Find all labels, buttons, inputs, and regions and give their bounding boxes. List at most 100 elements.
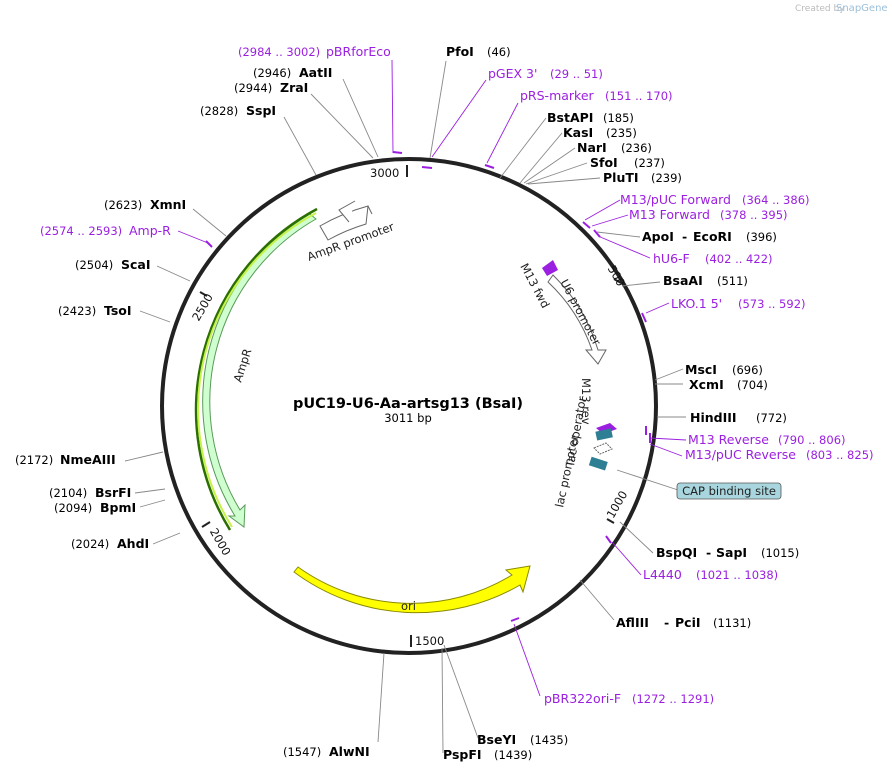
u6-promoter-arrow	[547, 274, 607, 365]
site-hindiii-pos: (772)	[756, 411, 787, 425]
credit-text: Created by	[795, 4, 845, 14]
primer-m13puc-reverse: M13/pUC Reverse	[685, 447, 796, 462]
site-bsrfi: BsrFI	[95, 485, 131, 500]
primer-amp-r-pos: (2574 .. 2593)	[40, 224, 122, 238]
ampr-yellow-band	[197, 212, 317, 528]
site-hindiii: HindIII	[690, 410, 737, 425]
site-nmeaiii-pos: (2172)	[15, 453, 53, 467]
site-bseyi-pos: (1435)	[530, 733, 568, 747]
site-sapi-pos: (1015)	[761, 546, 799, 560]
scale-ticks	[199, 165, 622, 647]
snapgene-logo-text: SnapGene	[836, 3, 888, 14]
ampr-promoter-arrowhead	[338, 200, 356, 223]
primer-hu6-f: hU6-F	[653, 251, 690, 266]
site-nmeaiii: NmeAIII	[60, 452, 116, 467]
site-bseyi: BseYI	[477, 732, 516, 747]
site-bstapi: BstAPI	[547, 110, 593, 125]
site-nari: NarI	[577, 140, 607, 155]
m13-rev-label: M13 rev	[579, 378, 593, 425]
lac-operator-box	[595, 428, 613, 441]
site-ecori-pos: (396)	[746, 230, 777, 244]
ampr-dark-band	[194, 207, 318, 531]
plasmid-name: pUC19-U6-Aa-artsg13 (BsaI)	[293, 396, 523, 412]
site-alwni: AlwNI	[329, 744, 370, 759]
ampr-label: AmpR	[231, 347, 255, 384]
site-xcmi-pos: (704)	[737, 378, 768, 392]
primer-hu6-f-pos: (402 .. 422)	[705, 252, 773, 266]
primer-marks	[205, 151, 651, 622]
tick-label-2500: 2500	[189, 291, 216, 323]
site-pluti: PluTI	[603, 170, 639, 185]
primer-amp-r: Amp-R	[129, 223, 171, 238]
primer-m13-forward: M13 Forward	[629, 207, 710, 222]
site-pcii-pos: (1131)	[713, 616, 751, 630]
primer-m13puc-forward-pos: (364 .. 386)	[742, 193, 810, 207]
ampr-promoter-arrow	[319, 205, 373, 241]
primer-pbr322ori-f: pBR322ori-F	[544, 691, 621, 706]
site-sapi: SapI	[716, 545, 747, 560]
site-pcii: PciI	[675, 615, 701, 630]
site-aatii: AatII	[299, 65, 332, 80]
site-sfoi: SfoI	[590, 155, 618, 170]
site-bsrfi-pos: (2104)	[49, 486, 87, 500]
site-tsoi-pos: (2423)	[58, 304, 96, 318]
primer-prs-marker: pRS-marker	[520, 88, 595, 103]
ori-label: ori	[401, 599, 416, 613]
site-zrai-pos: (2944)	[234, 81, 272, 95]
site-bpmi: BpmI	[100, 500, 136, 515]
site-pspfi: PspFI	[443, 747, 482, 762]
primer-m13puc-reverse-pos: (803 .. 825)	[806, 448, 874, 462]
primer-prs-marker-pos: (151 .. 170)	[605, 89, 673, 103]
ori-arrow	[293, 565, 531, 614]
site-pspfi-pos: (1439)	[494, 748, 532, 762]
primer-lko1-5: LKO.1 5'	[671, 296, 722, 311]
site-kasi-pos: (235)	[606, 126, 637, 140]
site-bsaai: BsaAI	[663, 273, 703, 288]
site-msci-pos: (696)	[732, 363, 763, 377]
site-sapi-dash: -	[706, 545, 711, 560]
site-aatii-pos: (2946)	[253, 66, 291, 80]
site-sspi-pos: (2828)	[200, 104, 238, 118]
site-pluti-pos: (239)	[651, 171, 682, 185]
site-sfoi-pos: (237)	[634, 156, 665, 170]
primer-pgex3-pos: (29 .. 51)	[550, 67, 603, 81]
tick-label-1000: 1000	[604, 488, 631, 520]
site-afliii: AflIII	[616, 615, 649, 630]
site-ahdi: AhdI	[117, 536, 149, 551]
site-pfoi-pos: (46)	[487, 45, 511, 59]
site-bspqi: BspQI	[656, 545, 697, 560]
site-zrai: ZraI	[280, 80, 308, 95]
cap-binding-site-label: CAP binding site	[682, 484, 776, 498]
site-bpmi-pos: (2094)	[54, 501, 92, 515]
primer-pgex3: pGEX 3'	[488, 66, 537, 81]
cap-binding-site-box	[676, 482, 782, 500]
site-ahdi-pos: (2024)	[71, 537, 109, 551]
primer-m13puc-forward: M13/pUC Forward	[620, 192, 731, 207]
site-leaders	[124, 60, 686, 754]
u6-promoter-label: U6 promoter	[557, 277, 604, 348]
site-pcii-dash: -	[664, 615, 669, 630]
tick-label-1500: 1500	[415, 634, 444, 648]
m13-fwd-marker	[542, 260, 558, 276]
plasmid-length: 3011 bp	[384, 411, 432, 425]
tick-label-3000: 3000	[370, 166, 399, 180]
site-alwni-pos: (1547)	[283, 745, 321, 759]
primer-m13-forward-pos: (378 .. 395)	[720, 208, 788, 222]
site-apoi: ApoI	[642, 229, 674, 244]
site-scai: ScaI	[121, 257, 151, 272]
site-pfoi: PfoI	[446, 44, 474, 59]
primer-pbrforeco-pos: (2984 .. 3002)	[238, 45, 320, 59]
site-ecori: EcoRI	[693, 229, 732, 244]
ampr-arrow	[202, 213, 317, 528]
primer-l4440: L4440	[643, 567, 682, 582]
primer-l4440-pos: (1021 .. 1038)	[696, 568, 778, 582]
site-bstapi-pos: (185)	[603, 111, 634, 125]
backbone-circle	[160, 157, 658, 655]
primer-leaders	[177, 59, 687, 697]
primer-lko1-5-pos: (573 .. 592)	[738, 297, 806, 311]
site-xmni-pos: (2623)	[104, 198, 142, 212]
primer-pbrforeco: pBRforEco	[326, 44, 391, 59]
site-msci: MscI	[685, 362, 717, 377]
primer-m13-reverse-pos: (790 .. 806)	[778, 433, 846, 447]
